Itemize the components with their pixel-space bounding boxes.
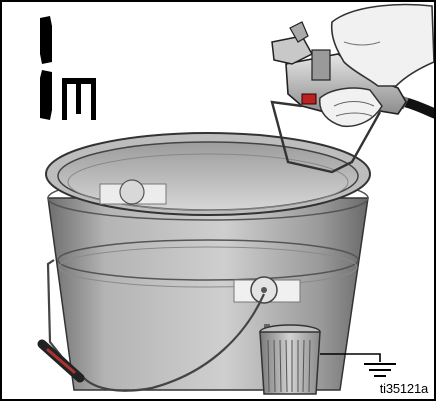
pail-lid-icon: [260, 324, 320, 394]
ground-symbol-icon: [364, 364, 396, 376]
metal-pail-icon: [46, 133, 370, 390]
lcd-digit-1-minute-icon: [32, 16, 104, 120]
figure-id-label: ti35121a: [380, 381, 428, 396]
